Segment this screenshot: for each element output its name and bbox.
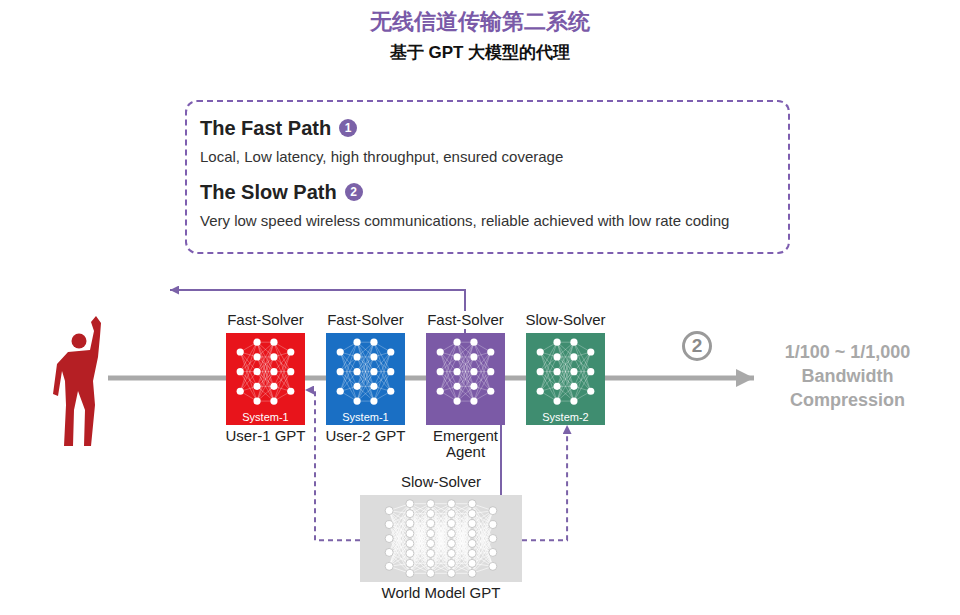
path-description: Very low speed wireless communications, … <box>200 210 774 232</box>
callout-number: 2 <box>345 183 363 201</box>
system-tag: System-1 <box>342 410 388 424</box>
box-caption: Emergent Agent <box>427 428 505 460</box>
path-heading: The Fast Path <box>200 114 331 142</box>
system-tag: System-1 <box>242 410 288 424</box>
feedback-connector <box>522 425 567 540</box>
solver-heading: Fast-Solver <box>425 311 506 329</box>
diagram-subtitle: 基于 GPT 大模型的代理 <box>0 42 960 64</box>
solver-box: Slow-SolverSystem-2 <box>526 333 605 425</box>
solver-heading: Slow-Solver <box>399 473 483 491</box>
solver-box: Fast-SolverEmergent Agent <box>426 333 505 425</box>
legend-panel: The Fast PathLocal, Low latency, high th… <box>185 100 790 254</box>
diagram-title: 无线信道传输第二系统 <box>0 8 960 36</box>
path-heading: The Slow Path <box>200 178 337 206</box>
callout-number: 2 <box>682 331 712 361</box>
path-description: Local, Low latency, high throughput, ens… <box>200 146 774 168</box>
solver-heading: Slow-Solver <box>523 311 607 329</box>
human-figure <box>53 316 101 446</box>
solver-heading: Fast-Solver <box>225 311 306 329</box>
box-caption: World Model GPT <box>382 585 501 601</box>
compression-note: 1/100 ~ 1/1,000 Bandwidth Compression <box>765 340 930 412</box>
output-arrow <box>170 290 465 340</box>
box-caption: User-1 GPT <box>225 428 305 444</box>
solver-box: Fast-SolverSystem-1User-1 GPT <box>226 333 305 425</box>
system-tag: System-2 <box>542 410 588 424</box>
box-caption: User-2 GPT <box>325 428 405 444</box>
agent-link <box>500 425 502 495</box>
solver-heading: Fast-Solver <box>325 311 406 329</box>
solver-box: Fast-SolverSystem-1User-2 GPT <box>326 333 405 425</box>
neural-net-icon <box>426 333 505 425</box>
world-model-box: Slow-SolverWorld Model GPT <box>360 495 522 582</box>
neural-net-icon <box>360 495 522 582</box>
